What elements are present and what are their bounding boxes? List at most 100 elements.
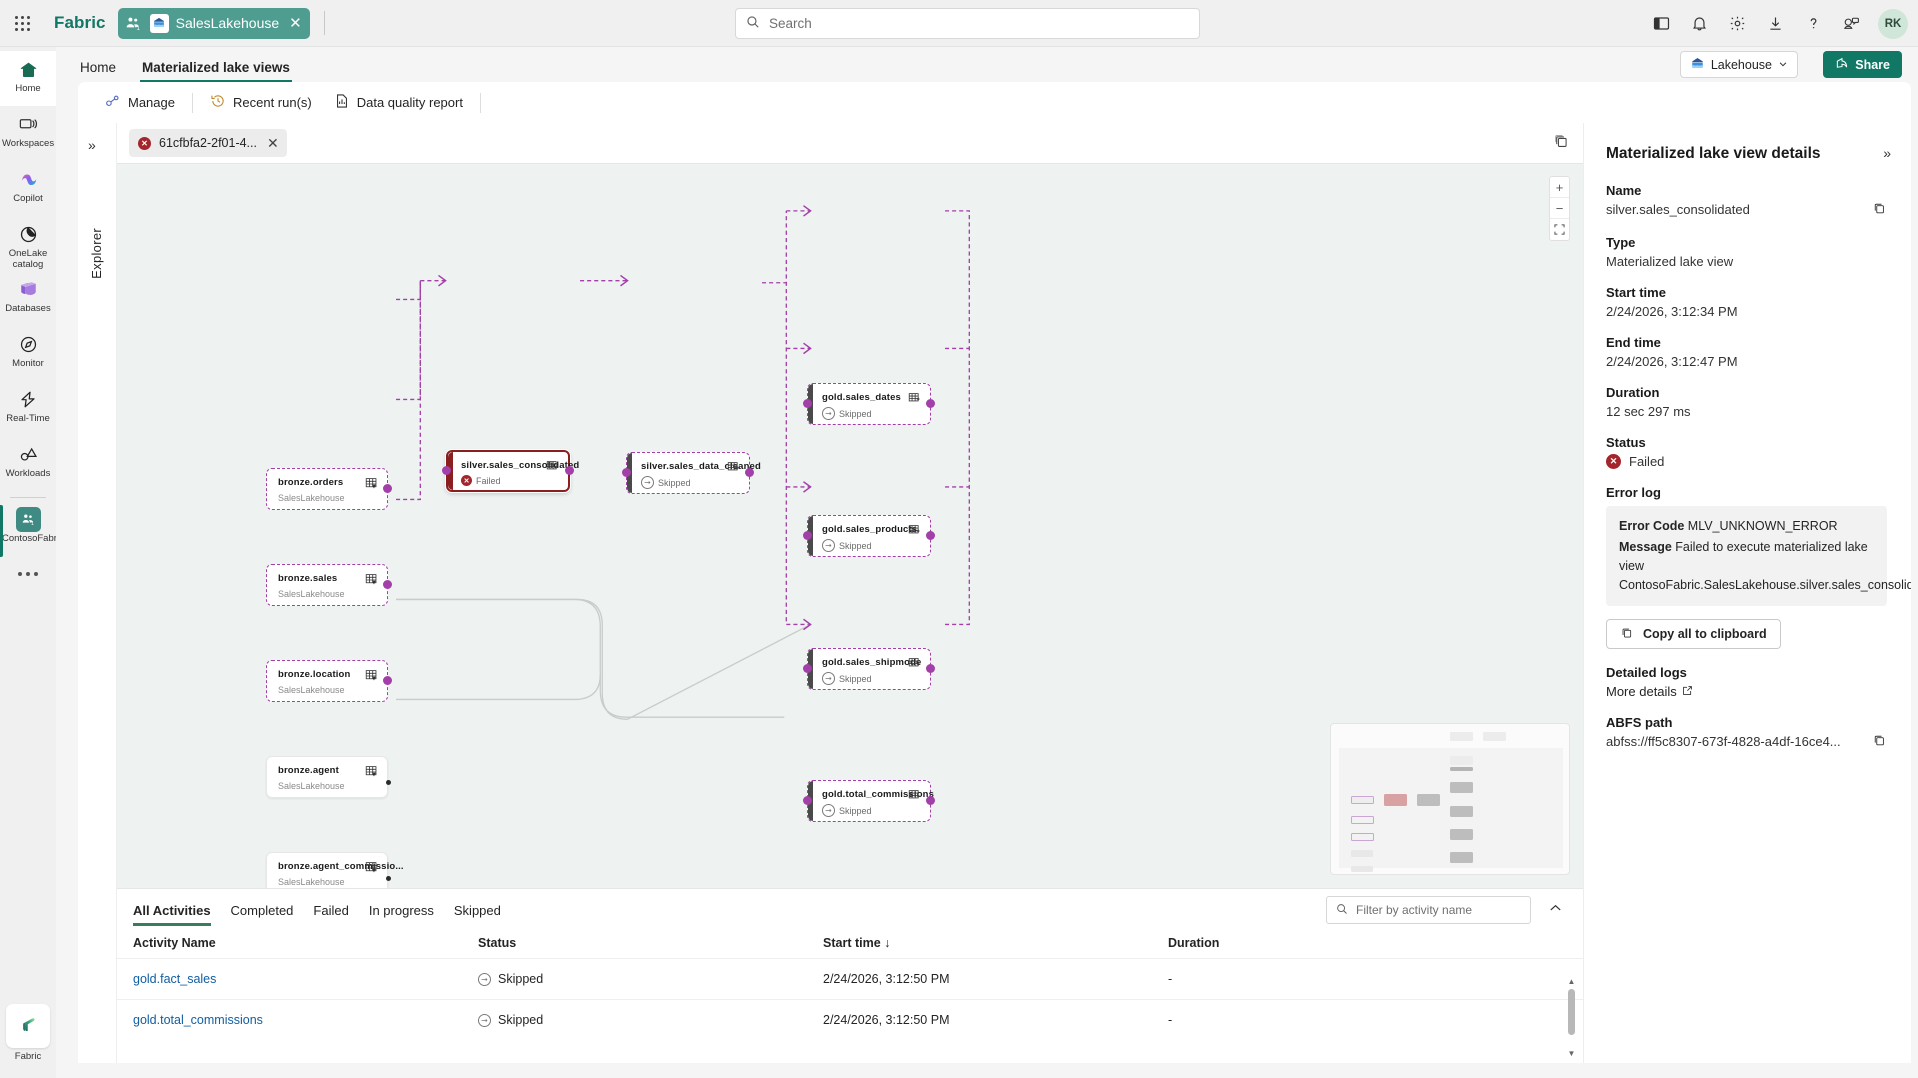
sidebar-item-databases[interactable]: Databases	[0, 271, 56, 326]
node-subtitle: SalesLakehouse	[278, 589, 345, 599]
scroll-up-icon[interactable]: ▲	[1567, 976, 1576, 986]
fit-to-screen-button[interactable]	[1550, 219, 1569, 240]
sidebar-item-workloads[interactable]: Workloads	[0, 436, 56, 491]
graph-node-bronze-agent[interactable]: bronze.agent SalesLakehouse	[266, 756, 388, 798]
bell-icon[interactable]	[1682, 7, 1716, 41]
gear-icon[interactable]	[1720, 7, 1754, 41]
node-status-label: Failed	[476, 475, 501, 486]
failed-status-icon: ✕	[138, 136, 151, 150]
feedback-icon[interactable]	[1834, 7, 1868, 41]
sidebar-item-real-time[interactable]: Real-Time	[0, 381, 56, 436]
table-icon	[365, 669, 378, 685]
table-row[interactable]: gold.fact_sales ➞ Skipped 2/24/2026, 3:1…	[117, 958, 1583, 1000]
expand-explorer-icon[interactable]: »	[88, 137, 96, 153]
activity-filter-input[interactable]	[1356, 903, 1521, 917]
zoom-in-button[interactable]: +	[1550, 177, 1569, 198]
column-activity-name[interactable]: Activity Name	[133, 936, 216, 950]
panel-icon[interactable]	[1644, 7, 1678, 41]
scroll-down-icon[interactable]: ▼	[1567, 1048, 1576, 1058]
activity-filter-box[interactable]	[1326, 896, 1531, 924]
minimap[interactable]	[1330, 723, 1570, 875]
more-icon[interactable]	[18, 572, 38, 576]
more-details-link[interactable]: More details	[1606, 684, 1887, 699]
collapse-panel-icon[interactable]	[1548, 901, 1563, 919]
activities-scrollbar[interactable]: ▲ ▼	[1566, 975, 1577, 1059]
manage-button[interactable]: Manage	[94, 87, 186, 118]
tab-all-activities[interactable]: All Activities	[133, 893, 211, 926]
onelake-catalog-icon	[18, 223, 39, 245]
column-status[interactable]: Status	[478, 936, 517, 950]
tab-home[interactable]: Home	[80, 60, 117, 75]
sidebar-item-home[interactable]: Home	[0, 51, 56, 106]
lineage-canvas[interactable]: + −	[117, 163, 1583, 888]
avatar[interactable]: RK	[1878, 8, 1908, 39]
graph-node-gold-sales-dates[interactable]: gold.sales_dates ➞ Skipped	[807, 383, 931, 425]
zoom-out-button[interactable]: −	[1550, 198, 1569, 219]
workspace-chip-close-icon[interactable]: ✕	[289, 15, 302, 32]
graph-node-bronze-agent-commissions[interactable]: bronze.agent_commissio... SalesLakehouse	[266, 852, 404, 888]
workspace-chip-label: SalesLakehouse	[175, 15, 280, 31]
workspace-chip[interactable]: 1 SalesLakehouse ✕	[117, 7, 310, 39]
sidebar-item-workspaces[interactable]: Workspaces	[0, 106, 56, 161]
node-status: ➞ Skipped	[822, 804, 872, 817]
end-time-label: End time	[1606, 335, 1661, 350]
search-icon	[1336, 903, 1348, 918]
share-button[interactable]: Share	[1823, 51, 1902, 78]
sidebar-item-copilot[interactable]: Copilot	[0, 161, 56, 216]
column-duration[interactable]: Duration	[1168, 936, 1220, 950]
node-status: ➞ Skipped	[822, 407, 872, 420]
graph-node-gold-sales-shipmode[interactable]: gold.sales_shipmode ➞ Skipped	[807, 648, 931, 690]
lakehouse-selector[interactable]: Lakehouse	[1679, 51, 1798, 78]
graph-node-gold-sales-products[interactable]: gold.sales_products ➞ Skipped	[807, 515, 931, 557]
copy-name-icon[interactable]	[1872, 201, 1887, 219]
graph-node-bronze-orders[interactable]: bronze.orders SalesLakehouse	[266, 468, 388, 510]
graph-node-bronze-location[interactable]: bronze.location SalesLakehouse	[266, 660, 388, 702]
tab-in-progress[interactable]: In progress	[368, 902, 434, 918]
share-icon	[1835, 56, 1849, 73]
node-title: bronze.orders	[278, 477, 344, 488]
copy-icon[interactable]	[1553, 133, 1570, 153]
details-title: Materialized lake view details	[1606, 145, 1821, 162]
content-area: » Explorer ✕ 61cfbfa2-2f01-4... ✕	[78, 123, 1911, 1063]
search-input[interactable]	[769, 16, 1189, 31]
start-time-value: 2/24/2026, 3:12:34 PM	[1606, 304, 1738, 319]
activity-link[interactable]: gold.total_commissions	[133, 1013, 263, 1027]
error-message-label: Message	[1619, 540, 1672, 554]
graph-node-bronze-sales[interactable]: bronze.sales SalesLakehouse	[266, 564, 388, 606]
tab-materialized-lake-views[interactable]: Materialized lake views	[140, 60, 292, 82]
brand-title: Fabric	[54, 13, 106, 32]
scrollbar-thumb[interactable]	[1568, 989, 1575, 1035]
graph-node-silver-sales-data-cleaned[interactable]: silver.sales_data_cleaned ➞ Skipped	[626, 452, 761, 494]
graph-node-gold-total-commissions[interactable]: gold.total_commissions ➞ Skipped	[807, 780, 934, 822]
run-tab-close-icon[interactable]: ✕	[266, 134, 279, 151]
recent-runs-button[interactable]: Recent run(s)	[199, 87, 323, 118]
chip-divider	[323, 11, 325, 35]
run-tab[interactable]: ✕ 61cfbfa2-2f01-4... ✕	[129, 129, 287, 157]
sidebar-item-monitor[interactable]: Monitor	[0, 326, 56, 381]
external-link-icon	[1682, 684, 1693, 699]
node-port	[386, 780, 391, 785]
tab-skipped[interactable]: Skipped	[453, 902, 501, 918]
data-quality-report-button[interactable]: Data quality report	[323, 87, 474, 118]
skipped-status-icon: ➞	[641, 476, 654, 489]
sidebar-item-fabric[interactable]: Fabric	[0, 997, 56, 1062]
tab-failed[interactable]: Failed	[313, 902, 349, 918]
app-launcher-button[interactable]	[0, 15, 44, 31]
collapse-details-icon[interactable]: »	[1883, 145, 1891, 161]
activity-link[interactable]: gold.fact_sales	[133, 972, 217, 986]
download-icon[interactable]	[1758, 7, 1792, 41]
tab-completed[interactable]: Completed	[230, 902, 294, 918]
node-port	[386, 876, 391, 881]
sidebar-item-onelake-catalog[interactable]: OneLake catalog	[0, 216, 56, 271]
table-icon	[365, 861, 378, 877]
sidebar-item-contosofabric[interactable]: 1 ContosoFabric	[0, 501, 64, 557]
search-box[interactable]	[735, 8, 1200, 39]
graph-node-silver-sales-consolidated[interactable]: silver.sales_consolidated ✕ Failed	[446, 450, 579, 492]
status-badge: ✕ Failed	[1606, 454, 1887, 469]
column-start-time[interactable]: Start time ↓	[823, 936, 891, 950]
copy-abfs-icon[interactable]	[1872, 733, 1887, 751]
node-title: silver.sales_consolidated	[461, 460, 580, 471]
help-icon[interactable]	[1796, 7, 1830, 41]
table-row[interactable]: gold.total_commissions ➞ Skipped 2/24/20…	[117, 999, 1583, 1040]
copy-all-to-clipboard-button[interactable]: Copy all to clipboard	[1606, 619, 1781, 649]
